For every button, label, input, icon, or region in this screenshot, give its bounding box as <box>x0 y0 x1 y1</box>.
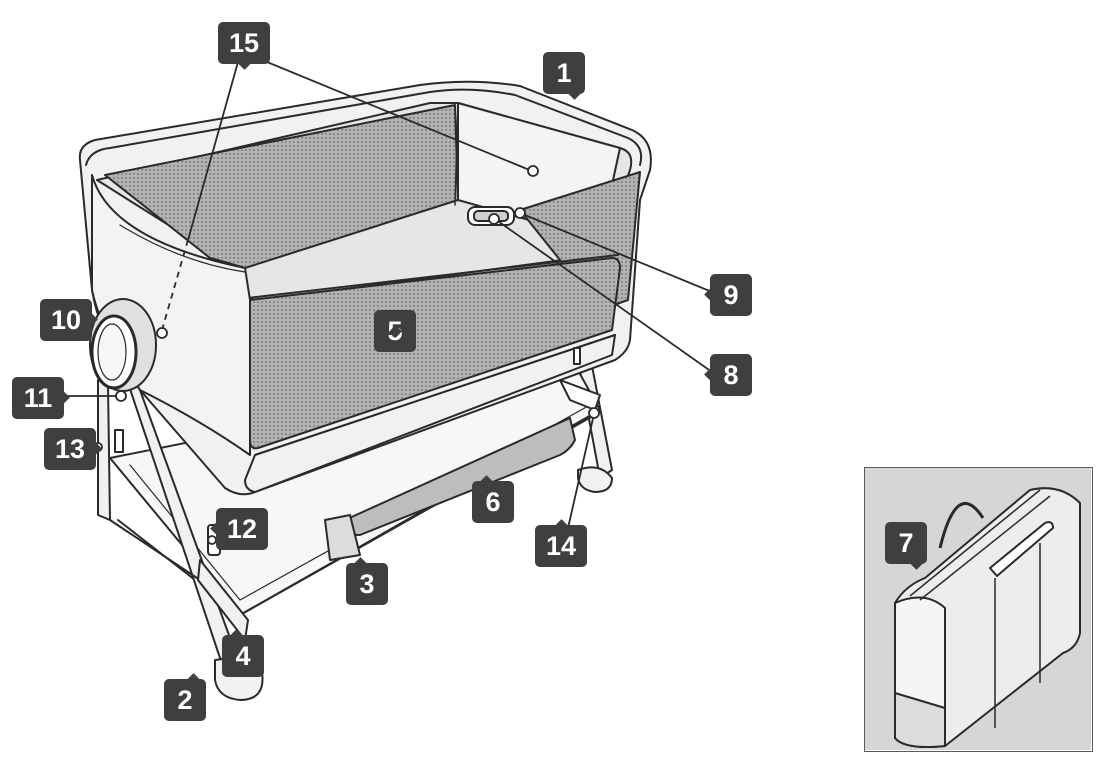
callout-12: 12 <box>216 508 268 550</box>
point-14 <box>588 407 600 419</box>
leader-lines <box>62 54 713 529</box>
leader-14 <box>567 413 595 529</box>
point-9 <box>514 207 526 219</box>
leader-15b <box>187 61 239 241</box>
callout-13: 13 <box>44 428 96 470</box>
bag-handle <box>989 521 1054 577</box>
callout-15: 15 <box>218 22 270 64</box>
callout-10: 10 <box>40 299 92 341</box>
rear-mesh-panel <box>104 104 459 269</box>
callout-7: 7 <box>885 522 927 564</box>
bag-strap <box>938 502 985 549</box>
carry-bag-illustration <box>865 468 1091 750</box>
bag-base-band <box>894 692 946 748</box>
point-15-mattress <box>527 165 539 177</box>
callout-5: 5 <box>374 310 416 352</box>
point-12 <box>207 535 217 545</box>
front-lower-band <box>244 334 616 493</box>
callout-4: 4 <box>222 635 264 677</box>
callout-8: 8 <box>710 354 752 396</box>
callout-points <box>93 165 600 545</box>
top-rim <box>85 88 643 166</box>
callout-1: 1 <box>543 52 585 94</box>
callout-9: 9 <box>710 274 752 316</box>
point-11 <box>115 390 127 402</box>
carry-bag-inset <box>864 467 1093 752</box>
callout-14: 14 <box>535 525 587 567</box>
point-8 <box>488 213 500 225</box>
rear-right-foot <box>577 466 613 493</box>
callout-6: 6 <box>472 481 514 523</box>
crib-illustration <box>78 80 652 701</box>
basket-lower-panel <box>324 514 361 561</box>
bag-zip <box>909 489 1041 597</box>
callout-11: 11 <box>12 377 64 419</box>
leader-15c <box>161 239 189 331</box>
leader-8 <box>494 218 713 373</box>
point-15-side <box>156 327 168 339</box>
leader-15a <box>249 54 533 172</box>
leader-9 <box>519 212 713 293</box>
callout-3: 3 <box>346 563 388 605</box>
callout-2: 2 <box>164 679 206 721</box>
